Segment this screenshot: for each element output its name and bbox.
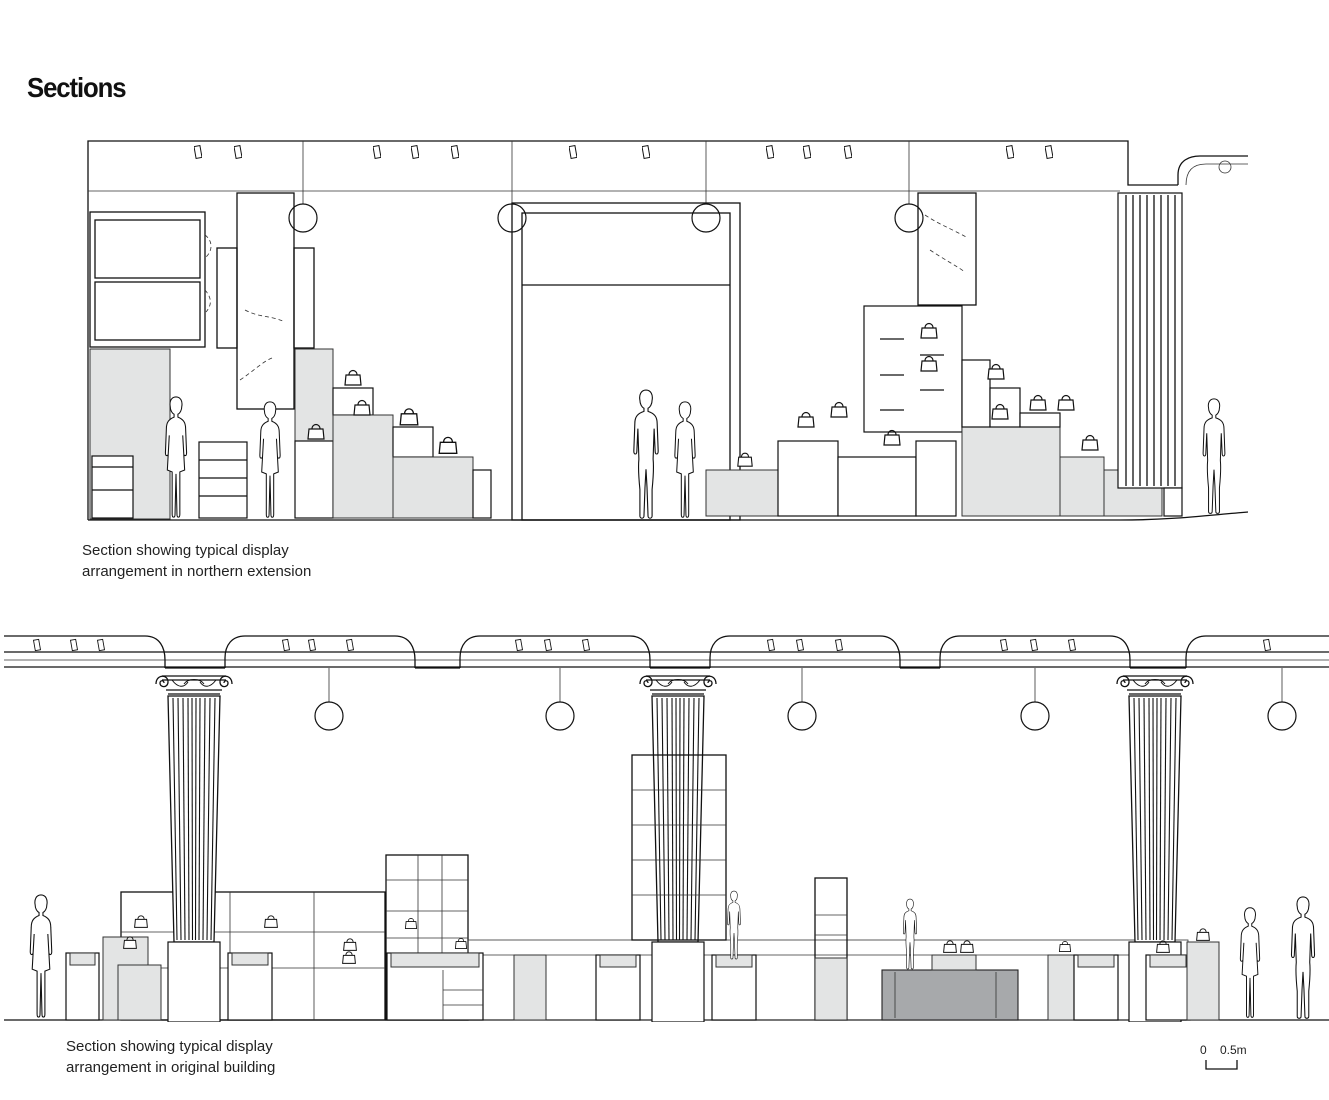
ionic-column-left [155, 675, 233, 1022]
track-lights-2 [33, 638, 1271, 652]
ionic-column-centre [639, 675, 717, 1022]
caption-line: arrangement in original building [66, 1059, 276, 1076]
drawer-unit-left [91, 441, 248, 519]
scale-bar-graphic [1205, 1060, 1238, 1070]
display-cases-original [65, 928, 1220, 1021]
display-stands-left [294, 348, 492, 519]
vaulted-ceiling [4, 635, 1329, 669]
caption-line: Section showing typical display [66, 1038, 273, 1055]
scale-start-label: 0 [1200, 1043, 1207, 1057]
caption-original-building: Section showing typical display arrangem… [66, 1036, 275, 1078]
caption-line: Section showing typical display [82, 542, 289, 559]
central-portal [511, 202, 741, 521]
track-lights [194, 145, 1053, 159]
caption-northern-extension: Section showing typical display arrangem… [82, 540, 311, 582]
pendant-lamps [288, 141, 924, 233]
section-original-building [4, 635, 1329, 1022]
display-stands-right [705, 322, 1163, 517]
scale-end-label: 0.5m [1220, 1043, 1247, 1057]
caption-line: arrangement in northern extension [82, 563, 312, 580]
section-northern-extension [87, 140, 1249, 521]
page-title: Sections [27, 72, 127, 103]
fluted-pilaster [1117, 192, 1183, 517]
pendant-lamps-2 [314, 668, 1297, 731]
tall-vitrine [631, 754, 848, 1021]
